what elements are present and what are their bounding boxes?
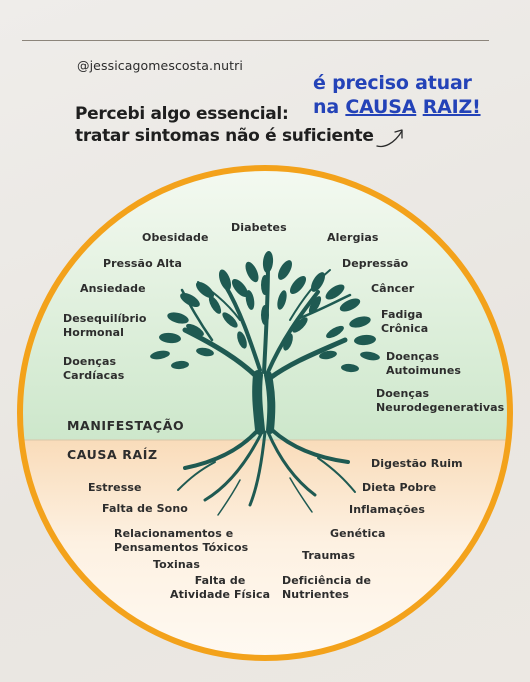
symptom-diabetes: Diabetes <box>231 221 287 234</box>
symptom-desequilibrio-hormonal: Desequilíbrio Hormonal <box>63 312 147 339</box>
callout-word-causa: CAUSA <box>345 96 417 118</box>
symptom-doencas-autoimunes: Doenças Autoimunes <box>386 350 462 377</box>
cause-toxinas: Toxinas <box>153 558 200 571</box>
root-cause-title: CAUSA RAÍZ <box>67 447 158 462</box>
cause-relacionamentos: Relacionamentos e Pensamentos Tóxicos <box>114 527 249 554</box>
symptom-doencas-cardiacas: Doenças Cardíacas <box>63 355 125 382</box>
symptom-ansiedade: Ansiedade <box>80 282 146 295</box>
root-cause-area <box>22 440 508 656</box>
cause-inflamacoes: Inflamações <box>349 503 425 516</box>
symptom-doencas-neurodegenerativas: Doenças Neurodegenerativas <box>376 387 505 414</box>
headline-line-1: Percebi algo essencial: <box>75 104 289 124</box>
symptom-depressao: Depressão <box>342 257 409 270</box>
cause-dieta-pobre: Dieta Pobre <box>362 481 437 494</box>
curved-arrow-icon <box>376 129 403 148</box>
cause-digestao-ruim: Digestão Ruim <box>371 457 463 470</box>
cause-falta-atividade-fisica: Falta de Atividade Física <box>170 574 271 601</box>
cause-falta-de-sono: Falta de Sono <box>102 502 188 515</box>
tree-leaves <box>150 251 380 373</box>
symptom-cancer: Câncer <box>371 282 415 295</box>
cause-genetica: Genética <box>330 527 386 540</box>
callout-line-1: é preciso atuar <box>313 72 472 94</box>
manifestation-title: MANIFESTAÇÃO <box>67 418 185 433</box>
callout: é preciso atuar na CAUSA RAIZ! <box>313 71 481 119</box>
symptom-obesidade: Obesidade <box>142 231 209 244</box>
headline: Percebi algo essencial: tratar sintomas … <box>75 103 374 147</box>
cause-deficiencia-nutrientes: Deficiência de Nutrientes <box>282 574 372 601</box>
orange-ring <box>17 165 513 661</box>
tree-of-life-icon <box>177 260 356 516</box>
symptom-pressao-alta: Pressão Alta <box>103 257 183 270</box>
callout-prefix: na <box>313 96 346 118</box>
cause-estresse: Estresse <box>88 481 142 494</box>
top-divider <box>22 40 489 41</box>
symptom-alergias: Alergias <box>327 231 379 244</box>
headline-line-2: tratar sintomas não é suficiente <box>75 126 374 146</box>
cause-traumas: Traumas <box>302 549 356 562</box>
instagram-handle: @jessicagomescosta.nutri <box>77 58 243 73</box>
callout-line-2: na CAUSA RAIZ! <box>313 95 481 119</box>
callout-word-raiz: RAIZ! <box>422 96 481 118</box>
symptom-fadiga-cronica: Fadiga Crônica <box>381 308 429 335</box>
